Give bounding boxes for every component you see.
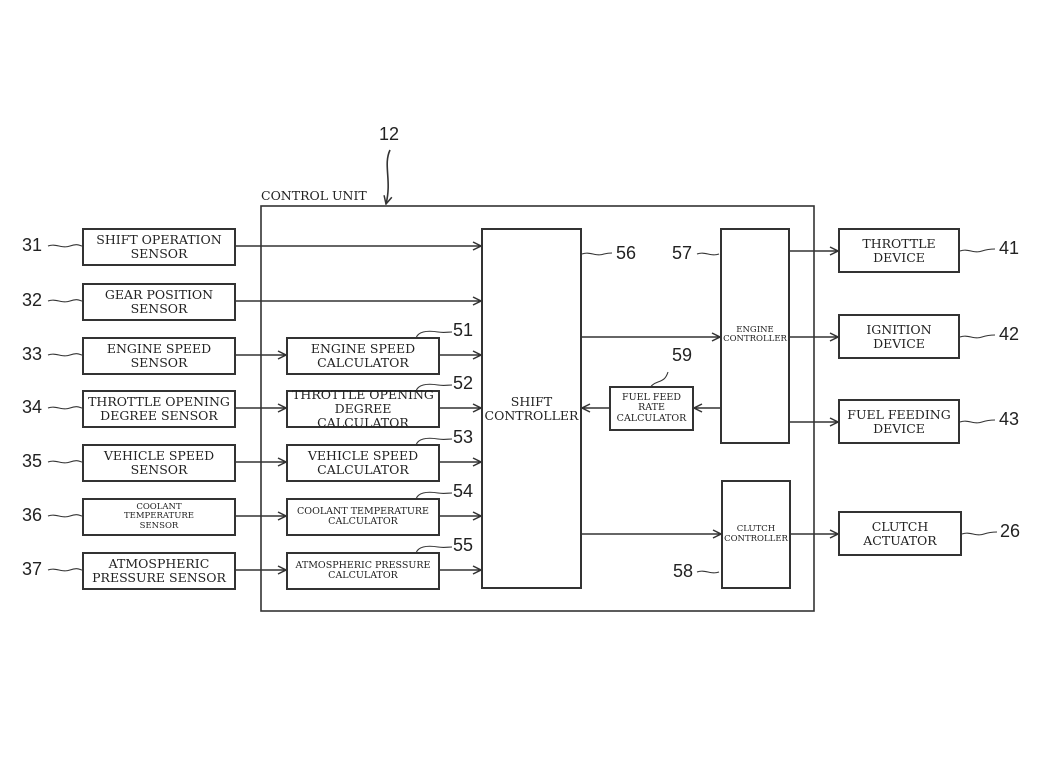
leader-37: [47, 568, 83, 572]
throttle-opening-calculator: THROTTLE OPENING DEGREE CALCULATOR: [286, 388, 440, 429]
atmospheric-pressure-calculator: ATMOSPHERIC PRESSURE CALCULATOR: [286, 552, 440, 590]
engine-speed-calculator: ENGINE SPEED CALCULATOR: [286, 337, 440, 375]
clutch-actuator: CLUTCH ACTUATOR: [838, 511, 962, 556]
clutch-controller: CLUTCH CONTROLLER: [721, 480, 791, 589]
ref-32: 32: [22, 290, 43, 310]
atmospheric-pressure-sensor: ATMOSPHERIC PRESSURE SENSOR: [82, 552, 236, 590]
ref-58: 58: [673, 561, 694, 581]
leader-51: [415, 330, 453, 339]
coolant-temperature-calculator: COOLANT TEMPERATURE CALCULATOR: [286, 498, 440, 536]
ref-55: 55: [453, 535, 474, 555]
control-unit-label: CONTROL UNIT: [261, 188, 367, 203]
ref-57: 57: [672, 243, 693, 263]
leader-34: [47, 406, 83, 410]
leader-43: [959, 419, 996, 424]
leader-35: [47, 460, 83, 464]
leader-32: [47, 299, 83, 303]
ref-41: 41: [999, 238, 1020, 258]
vehicle-speed-calculator: VEHICLE SPEED CALCULATOR: [286, 444, 440, 482]
ref-35: 35: [22, 451, 43, 471]
leader-58: [696, 570, 720, 574]
ref-42: 42: [999, 324, 1020, 344]
leader-52: [415, 383, 453, 392]
leader-26: [961, 531, 998, 536]
leader-36: [47, 514, 83, 518]
engine-speed-sensor: ENGINE SPEED SENSOR: [82, 337, 236, 375]
leader-33: [47, 353, 83, 357]
ref-52: 52: [453, 373, 474, 393]
leader-53: [415, 437, 453, 446]
leader-57: [696, 252, 720, 256]
leader-42: [959, 334, 996, 339]
coolant-temperature-sensor: COOLANT TEMPERATURE SENSOR: [82, 498, 236, 536]
gear-position-sensor: GEAR POSITION SENSOR: [82, 283, 236, 321]
ref-56: 56: [616, 243, 637, 263]
throttle-opening-sensor: THROTTLE OPENING DEGREE SENSOR: [82, 390, 236, 428]
ref-26: 26: [1000, 521, 1021, 541]
ref-34: 34: [22, 397, 43, 417]
ref-53: 53: [453, 427, 474, 447]
ref-12: 12: [379, 124, 400, 144]
ref-31: 31: [22, 235, 43, 255]
ref-43: 43: [999, 409, 1020, 429]
throttle-device: THROTTLE DEVICE: [838, 228, 960, 273]
leader-55: [415, 545, 453, 554]
leader-54: [415, 491, 453, 500]
ref-12-leader: [386, 149, 390, 204]
engine-controller: ENGINE CONTROLLER: [720, 228, 790, 444]
ref-37: 37: [22, 559, 43, 579]
vehicle-speed-sensor: VEHICLE SPEED SENSOR: [82, 444, 236, 482]
leader-31: [47, 244, 83, 248]
ignition-device: IGNITION DEVICE: [838, 314, 960, 359]
ref-33: 33: [22, 344, 43, 364]
ref-59: 59: [672, 345, 693, 365]
ref-36: 36: [22, 505, 43, 525]
leader-56: [581, 252, 613, 256]
fuel-feeding-device: FUEL FEEDING DEVICE: [838, 399, 960, 444]
ref-51: 51: [453, 320, 474, 340]
fuel-feed-rate-calculator: FUEL FEED RATE CALCULATOR: [609, 386, 694, 431]
ref-54: 54: [453, 481, 474, 501]
shift-operation-sensor: SHIFT OPERATION SENSOR: [82, 228, 236, 266]
leader-41: [959, 248, 996, 253]
shift-controller: SHIFT CONTROLLER: [481, 228, 582, 589]
